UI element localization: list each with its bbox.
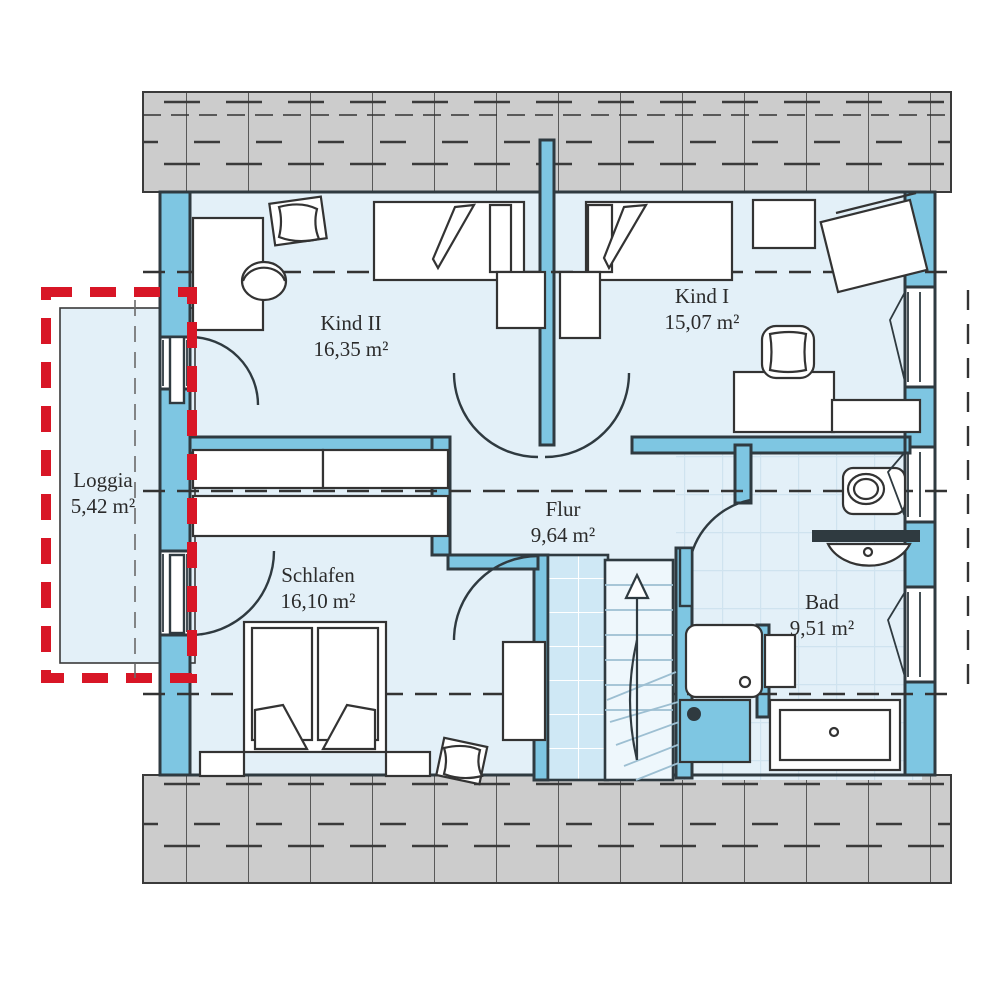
duvet-kind2 bbox=[431, 203, 477, 271]
nightstand-schlafen-right bbox=[384, 750, 432, 778]
cushion-schlafen-inner bbox=[442, 744, 484, 780]
cabinet-schlafen bbox=[501, 640, 547, 742]
door-leaves bbox=[168, 335, 694, 635]
room-name-kind1: Kind I bbox=[675, 284, 729, 308]
door-arc-kind1 bbox=[544, 372, 631, 459]
stair-up-arrow-icon bbox=[624, 572, 650, 600]
door-arc-loggia-upper bbox=[189, 335, 260, 406]
wardrobe-schlafen-a bbox=[191, 448, 325, 490]
stair-landing bbox=[546, 553, 610, 782]
shower-cabinet-bad bbox=[763, 633, 797, 689]
furniture-kind2 bbox=[191, 195, 547, 332]
nightstand-kind2 bbox=[495, 270, 547, 330]
door-arc-kind2 bbox=[452, 372, 539, 459]
furniture-bad bbox=[678, 466, 920, 772]
roof-band-bottom bbox=[142, 774, 952, 884]
duvet-schlafen-left bbox=[253, 703, 309, 751]
sofa-kind1 bbox=[819, 198, 929, 294]
sofa-kind1-back bbox=[835, 191, 917, 215]
window-open-arc-2 bbox=[886, 451, 906, 518]
toilet-seat-bad bbox=[852, 477, 880, 501]
pillow-kind2 bbox=[488, 203, 513, 274]
cushion-kind2-inner bbox=[277, 203, 321, 243]
door-arc-schlafen bbox=[452, 554, 539, 641]
wardrobe-schlafen-c bbox=[191, 494, 450, 538]
window-open-arc-1 bbox=[889, 291, 906, 383]
room-name-kind2: Kind II bbox=[320, 311, 381, 335]
shelf-kind1 bbox=[751, 198, 817, 250]
shower-bad bbox=[684, 623, 764, 699]
window-open-arc-3 bbox=[887, 591, 906, 678]
room-name-loggia: Loggia bbox=[73, 468, 133, 492]
door-leaf-loggia-upper bbox=[168, 335, 186, 405]
door-leaf-loggia-lower bbox=[168, 553, 186, 635]
washbasin-drain-bad bbox=[862, 546, 874, 558]
room-name-schlafen: Schlafen bbox=[281, 563, 355, 587]
wall-left-c bbox=[158, 633, 192, 777]
room-name-flur: Flur bbox=[545, 497, 580, 521]
desk-kind1 bbox=[732, 370, 836, 434]
stair-walkline bbox=[628, 639, 639, 761]
wall-left-a bbox=[158, 190, 192, 339]
door-leaf-bad bbox=[678, 546, 694, 608]
room-name-bad: Bad bbox=[805, 590, 839, 614]
vanity-top-bad bbox=[812, 530, 920, 542]
outline-left-wall bbox=[158, 190, 192, 777]
wall-left-b bbox=[158, 387, 192, 553]
shower-drain-bad bbox=[738, 675, 752, 689]
furniture-schlafen bbox=[191, 448, 547, 786]
wall-right-d bbox=[903, 680, 937, 777]
nightstand-kind1 bbox=[558, 270, 602, 340]
bathtub-drain-bad bbox=[828, 726, 840, 738]
wardrobe-schlafen-b bbox=[321, 448, 450, 490]
axis-lines bbox=[143, 114, 970, 696]
staircase bbox=[546, 553, 682, 782]
wall-bad-west-upper bbox=[733, 443, 753, 505]
chair-kind1-seat bbox=[768, 330, 808, 374]
roof-areas bbox=[142, 91, 952, 884]
duvet-kind1 bbox=[602, 203, 649, 271]
door-arc-loggia-lower bbox=[189, 550, 276, 637]
nightstand-schlafen-left bbox=[198, 750, 246, 778]
sideboard-kind1 bbox=[830, 398, 922, 434]
duvet-schlafen-right bbox=[321, 703, 377, 751]
chair-kind2 bbox=[240, 260, 288, 302]
door-swings bbox=[189, 335, 751, 641]
wall-kind1-south bbox=[630, 435, 912, 455]
washer-dial-bad bbox=[687, 707, 701, 721]
chair-kind2-back bbox=[241, 266, 287, 282]
furniture-kind1 bbox=[558, 191, 929, 434]
